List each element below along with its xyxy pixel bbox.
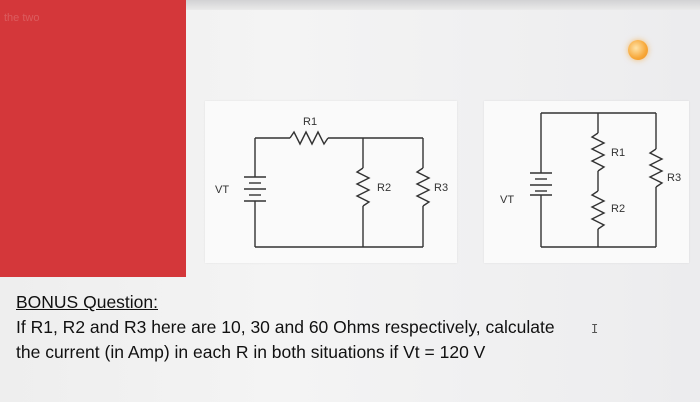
series-parallel-circuit-diagram: R1 R2 R3 VT <box>215 116 448 248</box>
r1-label-a: R1 <box>303 116 317 128</box>
top-strip <box>186 0 700 10</box>
r3-label-b: R3 <box>667 172 681 184</box>
question-line-2: the current (in Amp) in each R in both s… <box>16 342 486 362</box>
question-heading: BONUS Question: <box>16 292 158 312</box>
r1-label-b: R1 <box>611 147 625 159</box>
text-cursor-icon: I <box>591 322 599 336</box>
vt-label-b: VT <box>500 194 514 206</box>
laser-pointer-dot <box>628 40 648 60</box>
red-image-block: the two <box>0 0 186 277</box>
vt-label-a: VT <box>215 184 229 196</box>
r2-label-b: R2 <box>611 203 625 215</box>
parallel-circuit-panel: R1 R2 R3 VT <box>484 101 689 263</box>
question-line-1: If R1, R2 and R3 here are 10, 30 and 60 … <box>16 317 555 337</box>
bonus-question: BONUS Question: If R1, R2 and R3 here ar… <box>16 290 686 365</box>
parallel-circuit-diagram: R1 R2 R3 VT <box>500 112 681 248</box>
r2-label-a: R2 <box>377 182 391 194</box>
series-parallel-circuit-panel: R1 R2 R3 VT <box>205 101 457 263</box>
r3-label-a: R3 <box>434 182 448 194</box>
faint-caption: the two <box>4 12 40 24</box>
